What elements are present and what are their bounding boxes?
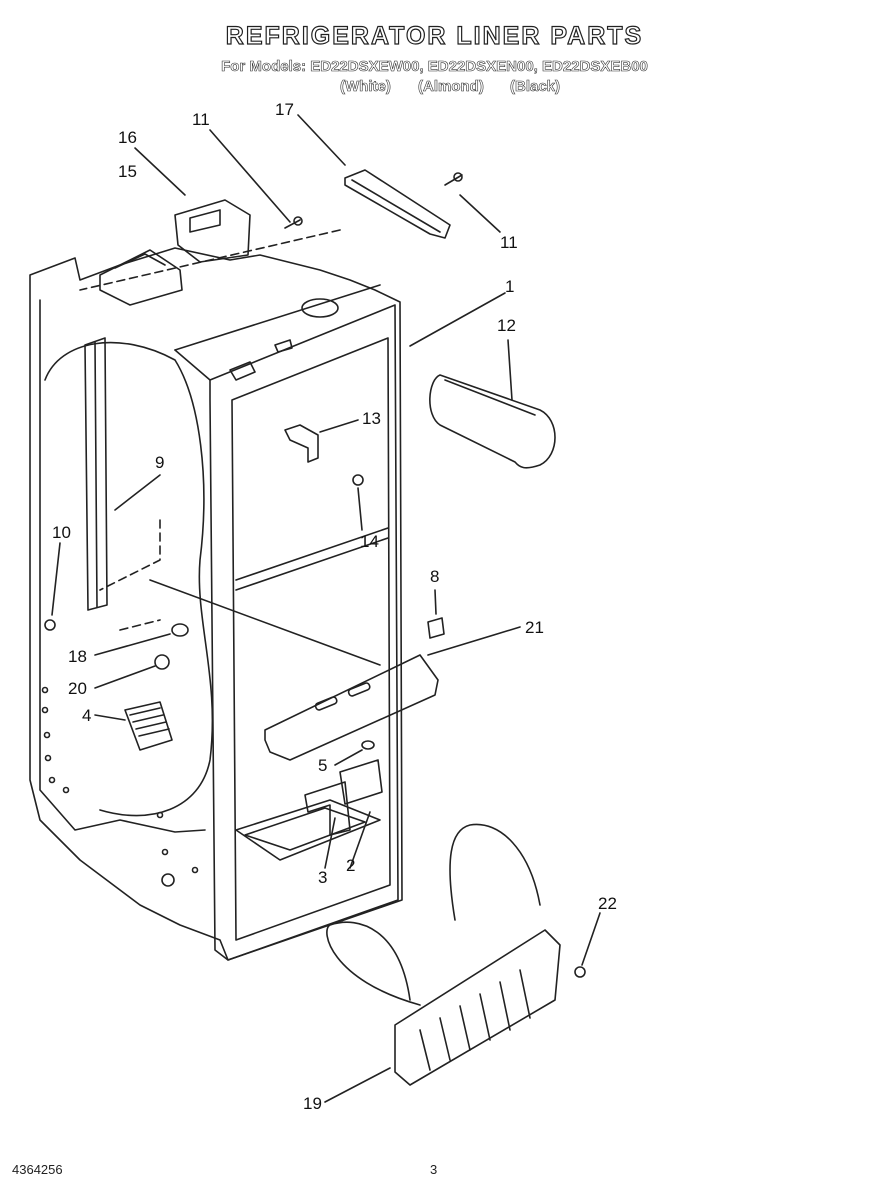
screw-11b (444, 174, 463, 186)
callout-18: 18 (68, 647, 87, 666)
screw-22 (574, 966, 586, 978)
part-8 (427, 617, 445, 639)
part-15 (99, 249, 183, 306)
callout-21: 21 (525, 618, 544, 637)
callout-19: 19 (303, 1094, 322, 1113)
part-17-rail (344, 169, 451, 239)
color-black: (Black) (510, 78, 561, 96)
callout-2: 2 (346, 856, 356, 875)
part-13-bracket (284, 424, 319, 463)
part-10 (44, 619, 56, 631)
callout-10: 10 (52, 523, 71, 542)
callout-13: 13 (362, 409, 381, 428)
callout-16: 16 (118, 128, 137, 147)
color-almond: (Almond) (418, 78, 484, 96)
color-white: (White) (340, 78, 391, 96)
callout-1: 1 (505, 277, 515, 296)
callout-22: 22 (598, 894, 617, 913)
callout-9: 9 (155, 453, 165, 472)
part-3 (304, 781, 351, 836)
part-12-duct (429, 374, 556, 469)
callout-15: 15 (118, 162, 137, 181)
callout-20: 20 (68, 679, 87, 698)
part-16 (174, 199, 251, 263)
callout-8: 8 (430, 567, 440, 586)
part-4-vent (124, 701, 173, 751)
page-title: REFRIGERATOR LINER PARTS (225, 21, 644, 50)
callout-14: 14 (360, 532, 379, 551)
part-19-heater (394, 929, 561, 1086)
liner-opening (209, 304, 399, 961)
screw-11a (284, 219, 301, 229)
part-2 (339, 759, 383, 805)
part-18 (171, 623, 189, 637)
part-20 (154, 654, 170, 670)
screw-14 (352, 474, 364, 486)
part-5 (361, 740, 375, 750)
models-line: For Models: ED22DSXEW00, ED22DSXEN00, ED… (221, 58, 648, 76)
page-number: 3 (430, 1162, 438, 1177)
callout-5: 5 (318, 756, 328, 775)
document-number: 4364256 (12, 1162, 63, 1177)
callout-12: 12 (497, 316, 516, 335)
callout-4: 4 (82, 706, 92, 725)
callout-17: 17 (275, 100, 294, 119)
callout-11-top: 11 (192, 110, 210, 129)
part-9-bracket (84, 337, 108, 611)
callout-3: 3 (318, 868, 328, 887)
callout-11-right: 11 (500, 233, 518, 252)
part-21-trim (264, 654, 439, 761)
